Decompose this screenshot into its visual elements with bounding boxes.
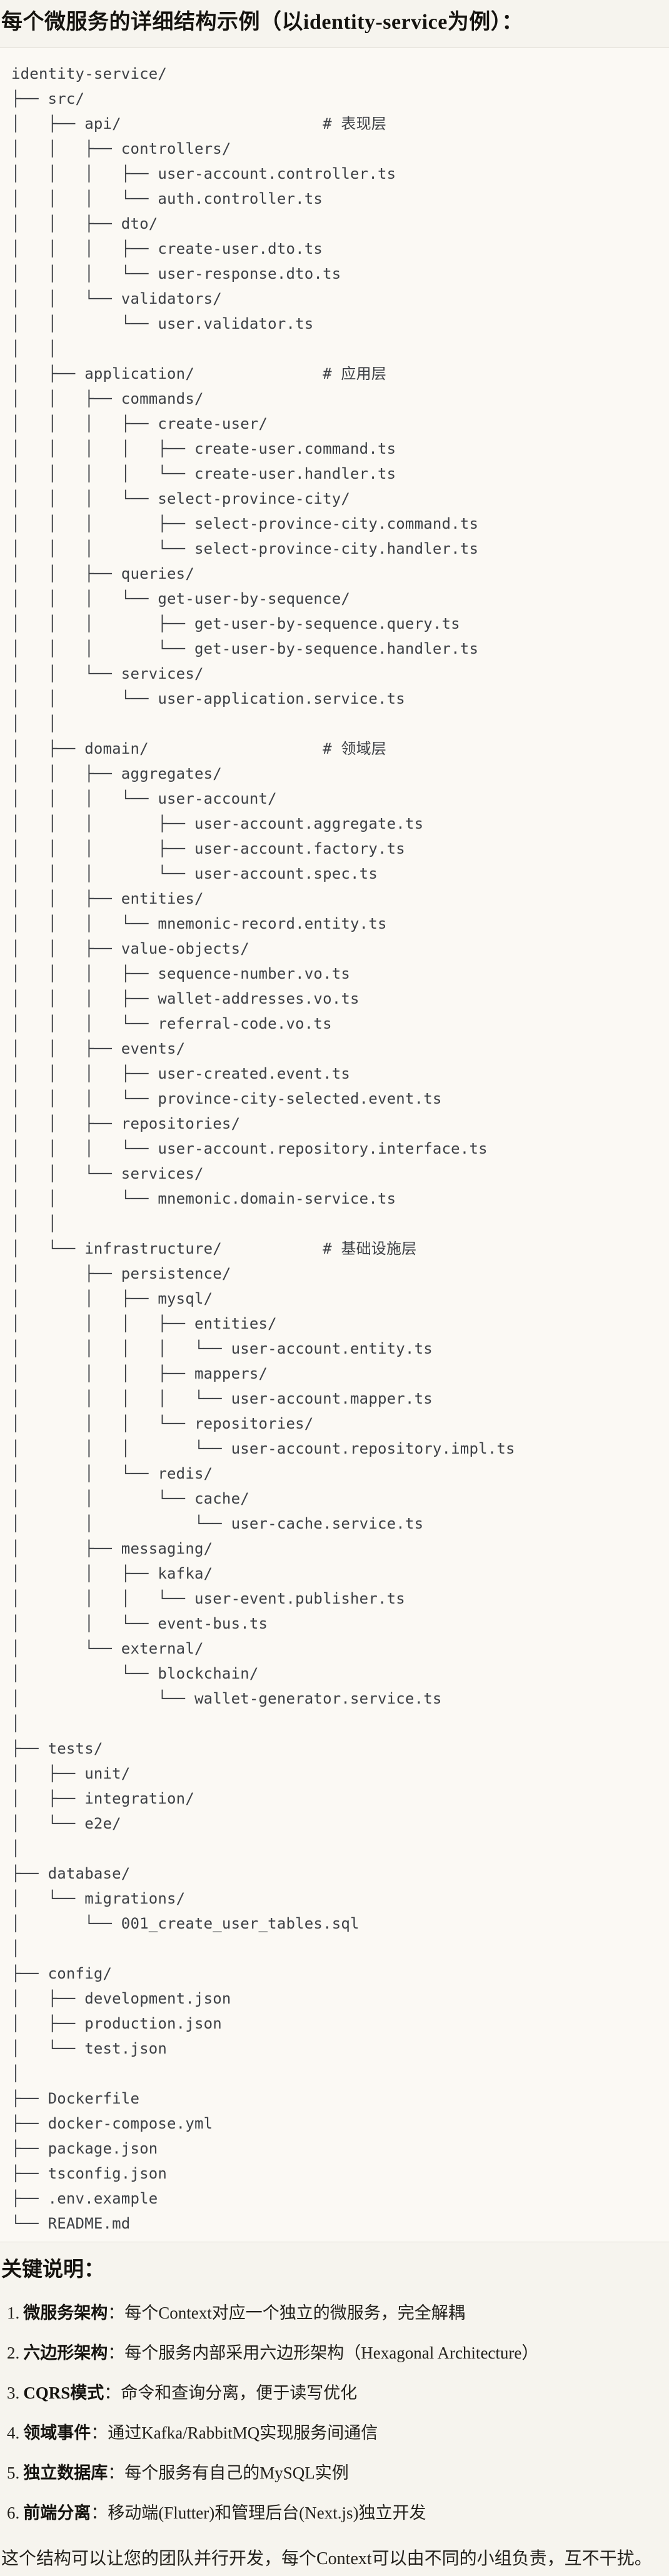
- note-label: 前端分离: [23, 2504, 91, 2522]
- note-text: ：每个Context对应一个独立的微服务，完全解耦: [108, 2304, 465, 2322]
- note-label: 微服务架构: [23, 2304, 108, 2322]
- notes-heading: 关键说明：: [1, 2259, 104, 2281]
- note-number: 4.: [7, 2424, 20, 2442]
- notes-section: 关键说明： 1.微服务架构：每个Context对应一个独立的微服务，完全解耦 2…: [0, 2242, 669, 2576]
- note-item: 4.领域事件：通过Kafka/RabbitMQ实现服务间通信: [1, 2422, 659, 2444]
- notes-list: 1.微服务架构：每个Context对应一个独立的微服务，完全解耦 2.六边形架构…: [1, 2302, 659, 2524]
- code-block: identity-service/ ├── src/ │ ├── api/ # …: [0, 48, 669, 2242]
- note-number: 1.: [7, 2304, 20, 2322]
- note-text: ：通过Kafka/RabbitMQ实现服务间通信: [91, 2424, 378, 2442]
- note-label: 独立数据库: [23, 2464, 108, 2482]
- note-item: 2.六边形架构：每个服务内部采用六边形架构（Hexagonal Architec…: [1, 2342, 659, 2364]
- note-item: 5.独立数据库：每个服务有自己的MySQL实例: [1, 2462, 659, 2484]
- note-item: 6.前端分离：移动端(Flutter)和管理后台(Next.js)独立开发: [1, 2502, 659, 2524]
- note-label: CQRS模式: [23, 2384, 104, 2402]
- page-header: 每个微服务的详细结构示例（以identity-service为例）：: [0, 0, 669, 48]
- note-text: ：命令和查询分离，便于读写优化: [104, 2384, 358, 2402]
- page-title: 每个微服务的详细结构示例（以identity-service为例）：: [1, 11, 523, 34]
- note-item: 1.微服务架构：每个Context对应一个独立的微服务，完全解耦: [1, 2302, 659, 2324]
- note-text: ：每个服务内部采用六边形架构（Hexagonal Architecture）: [108, 2344, 539, 2362]
- note-label: 领域事件: [23, 2424, 91, 2442]
- note-number: 6.: [7, 2504, 20, 2522]
- note-label: 六边形架构: [23, 2344, 108, 2362]
- note-number: 2.: [7, 2344, 20, 2362]
- note-item: 3.CQRS模式：命令和查询分离，便于读写优化: [1, 2382, 659, 2404]
- note-text: ：移动端(Flutter)和管理后台(Next.js)独立开发: [91, 2504, 426, 2522]
- directory-tree: identity-service/ ├── src/ │ ├── api/ # …: [11, 65, 515, 2232]
- note-number: 3.: [7, 2384, 20, 2402]
- note-number: 5.: [7, 2464, 20, 2482]
- closing-paragraph: 这个结构可以让您的团队并行开发，每个Context可以由不同的小组负责，互不干扰…: [1, 2549, 652, 2569]
- note-text: ：每个服务有自己的MySQL实例: [108, 2464, 349, 2482]
